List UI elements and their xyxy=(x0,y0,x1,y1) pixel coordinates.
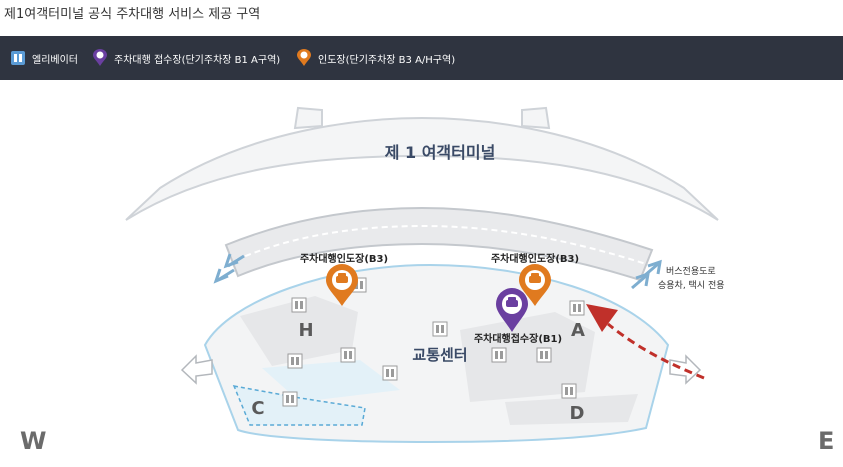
elevator-icon xyxy=(287,353,303,369)
terminal-map: 제 1 여객터미널 H A C D 교통센터 주차대행인도장(B3) xyxy=(125,106,725,444)
east-label: E xyxy=(818,427,835,455)
elevator-icon xyxy=(282,391,298,407)
elevator-icon xyxy=(491,347,507,363)
terminal-building xyxy=(125,116,719,221)
pickup-label: 주차대행접수장(B1) xyxy=(474,332,562,345)
dropoff-pin-icon xyxy=(297,49,311,66)
zone-d: D xyxy=(570,403,585,424)
zone-c-outline xyxy=(232,385,366,426)
zone-c: C xyxy=(251,398,264,419)
elevator-icon xyxy=(340,347,356,363)
bus-road-label: 버스전용도로 xyxy=(666,266,716,277)
legend-bar: 엘리베이터 주차대행 접수장(단기주차장 B1 A구역) 인도장(단기주차장 B… xyxy=(0,36,843,80)
dropoff-left-label: 주차대행인도장(B3) xyxy=(300,252,388,265)
zone-h: H xyxy=(298,320,313,341)
dropoff-pin-left xyxy=(326,264,358,306)
dropoff-right-label: 주차대행인도장(B3) xyxy=(491,252,579,265)
terminal-label: 제 1 여객터미널 xyxy=(385,143,496,162)
transport-center-label: 교통센터 xyxy=(412,346,467,364)
arrow-icon xyxy=(180,354,213,385)
car-taxi-label: 승용차, 택시 전용 xyxy=(658,279,725,291)
road-band xyxy=(224,206,654,282)
car-icon xyxy=(336,273,348,283)
legend-dropoff-label: 인도장(단기주차장 B3 A/H구역) xyxy=(318,54,456,66)
west-label: W xyxy=(20,427,47,455)
legend-dropoff: 인도장(단기주차장 B3 A/H구역) xyxy=(296,36,455,80)
elevator-icon xyxy=(561,383,577,399)
pickup-pin-icon xyxy=(93,49,107,66)
elevator-icon xyxy=(382,365,398,381)
elevator-icon xyxy=(569,300,585,316)
elevator-icon xyxy=(11,51,25,65)
legend-elevator: 엘리베이터 xyxy=(10,36,78,80)
zone-a: A xyxy=(571,320,585,341)
elevator-icon xyxy=(536,347,552,363)
entry-arrow-icon xyxy=(586,304,705,380)
elevator-icon xyxy=(432,321,448,337)
arrow-icon xyxy=(213,253,245,284)
car-icon xyxy=(506,297,518,307)
arrow-icon xyxy=(631,259,662,290)
page-title: 제1여객터미널 공식 주차대행 서비스 제공 구역 xyxy=(4,7,261,22)
legend-pickup: 주차대행 접수장(단기주차장 B1 A구역) xyxy=(92,36,280,80)
dropoff-pin-right xyxy=(519,264,551,306)
pickup-pin xyxy=(496,288,528,332)
elevator-icon xyxy=(291,297,307,313)
car-icon xyxy=(529,273,541,283)
legend-elevator-label: 엘리베이터 xyxy=(32,54,78,66)
legend-pickup-label: 주차대행 접수장(단기주차장 B1 A구역) xyxy=(114,54,281,66)
